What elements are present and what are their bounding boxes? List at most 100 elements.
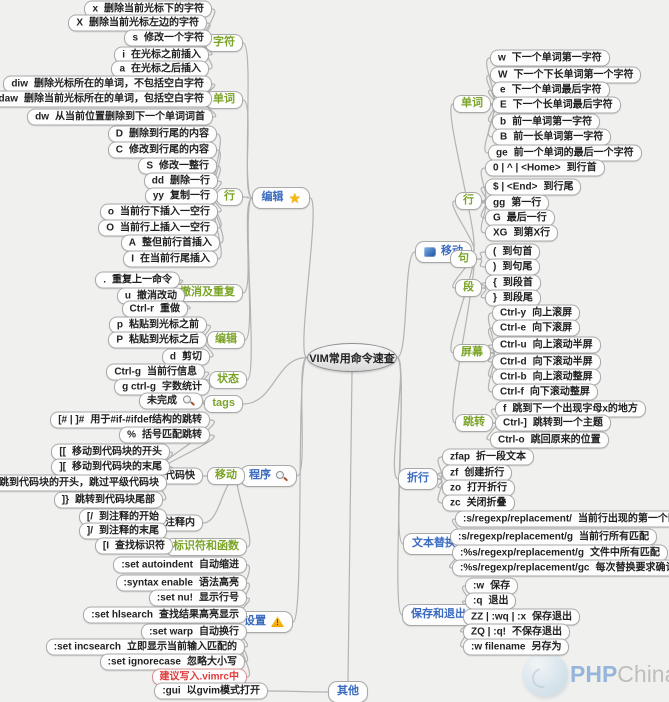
command-key: zf — [450, 467, 459, 478]
command-key: Ctrl-] — [503, 417, 527, 428]
warning-icon: ! — [271, 616, 284, 627]
node-cmd-dot: .重复上一命令 — [95, 271, 180, 289]
command-desc: 忽略大小写 — [187, 656, 237, 667]
command-desc: 不保存退出 — [512, 626, 563, 637]
command-key: :set ignorecase — [107, 656, 181, 667]
node-label: 标识符和函数 — [173, 540, 239, 552]
node-cat-move-left: 移动 — [207, 467, 245, 485]
node-cmd-block-end: ][移动到代码块的末尾 — [51, 458, 170, 476]
command-key: Ctrl-d — [500, 356, 527, 367]
command-key: } — [493, 292, 497, 303]
node-rcat-paragraph: 段 — [455, 279, 482, 297]
command-desc: 跳转到一个主题 — [532, 417, 603, 428]
node-label: 单词 — [213, 93, 235, 105]
command-key: Ctrl-b — [500, 371, 527, 382]
command-key: ZZ | :wq | :x — [471, 611, 527, 622]
command-key: :%s/regexp/replacement/g — [460, 547, 584, 558]
command-desc: 到段尾 — [502, 292, 533, 303]
node-label: 跳转 — [463, 416, 485, 428]
command-key: S — [146, 160, 153, 171]
command-key: G — [493, 212, 501, 223]
command-key: 0 | ^ | <Home> — [493, 162, 561, 173]
command-desc: 向上滚动半屏 — [532, 339, 593, 350]
command-desc: 向下滚动整屏 — [529, 386, 590, 397]
command-key: f — [503, 403, 507, 414]
command-key: ][ — [59, 461, 66, 472]
node-label: 移动 — [215, 469, 237, 481]
node-box-comment: 注释内 — [157, 514, 203, 532]
magnifier-icon — [276, 470, 288, 482]
command-key: :s/regexp/replacement/ — [463, 513, 572, 524]
command-desc: 折一段文本 — [476, 451, 526, 462]
command-key: ZQ | :q! — [471, 626, 507, 637]
command-desc: 显示行号 — [199, 592, 239, 603]
command-key: Ctrl-g — [114, 366, 141, 377]
star-icon: ★ — [288, 189, 301, 206]
command-key: daw — [0, 93, 18, 104]
command-desc: 向上滚动整屏 — [532, 371, 593, 382]
node-label: 文本替换 — [412, 537, 456, 549]
command-key: :w filename — [471, 641, 526, 652]
node-label: 单词 — [461, 97, 483, 109]
node-rcat-sentence: 句 — [450, 250, 477, 268]
command-key: :set warp — [149, 626, 193, 637]
command-key: { — [493, 277, 497, 288]
command-desc: 当前行出现的第一个匹配 — [577, 513, 669, 524]
command-key: $ | <End> — [493, 181, 538, 192]
command-key: A — [128, 237, 136, 248]
central-topic-label: VIM常用命令速查 — [309, 352, 395, 365]
command-key: [/ — [86, 511, 93, 522]
node-cmd-nu: :set nu! 显示行号 — [148, 589, 247, 607]
command-desc: 剪切 — [182, 351, 202, 362]
command-key: ]} — [61, 494, 69, 505]
book-icon — [424, 246, 436, 257]
node-rcat-line: 行 — [455, 192, 482, 210]
command-key: :set nu! — [156, 592, 193, 603]
command-key: Ctrl-f — [500, 386, 524, 397]
command-key: E — [500, 99, 507, 110]
node-cmd-brace-start: [{跳到代码块的开头，跳过平级代码块 — [0, 474, 167, 492]
node-label: 注释内 — [165, 517, 195, 528]
command-key: . — [103, 274, 106, 285]
command-desc: 重做 — [160, 303, 180, 314]
node-prog-main: 程序 — [240, 465, 297, 487]
command-desc: 向下滚动半屏 — [532, 356, 593, 367]
command-key: Ctrl-u — [500, 339, 527, 350]
command-desc: 到第X行 — [513, 227, 551, 238]
node-rcat-screen: 屏幕 — [453, 344, 491, 362]
node-label: 编辑 — [215, 333, 237, 345]
command-desc: 向上滚屏 — [532, 307, 573, 318]
command-desc: 当前行信息 — [147, 366, 197, 377]
command-key: d — [169, 351, 176, 362]
node-cat-char: 字符 — [205, 34, 243, 52]
command-key: ( — [493, 246, 497, 257]
node-cmd-percent: %括号匹配跳转 — [119, 426, 210, 444]
command-desc: 复制一行 — [170, 190, 210, 201]
node-label: 段 — [463, 281, 474, 293]
command-desc: 字数统计 — [162, 381, 202, 392]
node-label: 未完成 — [147, 395, 177, 406]
command-desc: 关闭折叠 — [466, 497, 507, 508]
command-desc: 在当前行尾插入 — [140, 253, 210, 264]
command-desc: 删除光标所在的单词，不包括空白字符 — [34, 78, 204, 89]
node-label: 其他 — [337, 685, 359, 697]
command-key: [I — [102, 540, 109, 551]
node-label: 编辑 — [261, 191, 284, 203]
command-key: i — [122, 49, 125, 60]
node-cmd-sub-first: :s/regexp/replacement/当前行出现的第一个匹配 — [455, 510, 669, 528]
node-other-main: 其他 — [328, 681, 368, 702]
command-desc: 前一长单词第一字符 — [513, 131, 604, 142]
command-desc: 创建折行 — [464, 467, 505, 478]
command-key: % — [127, 429, 136, 440]
